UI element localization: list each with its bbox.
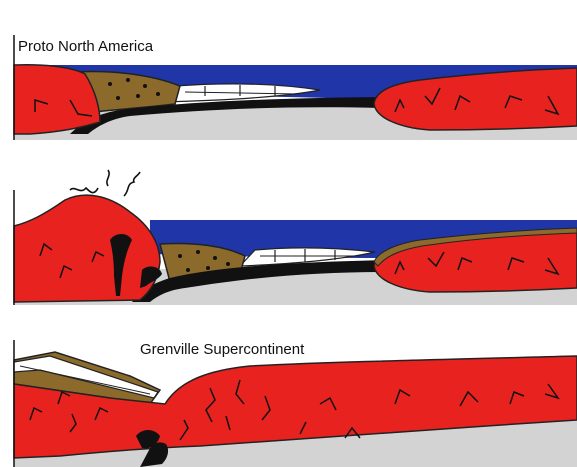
volcanic-arc-continent bbox=[14, 195, 160, 302]
panel-1-title: Proto North America bbox=[18, 38, 153, 55]
panel-3-title: Grenville Supercontinent bbox=[140, 341, 304, 358]
panel-3 bbox=[14, 352, 577, 467]
panel-1 bbox=[14, 65, 577, 140]
panel-2 bbox=[14, 170, 577, 305]
volcanic-plumes bbox=[70, 170, 140, 196]
